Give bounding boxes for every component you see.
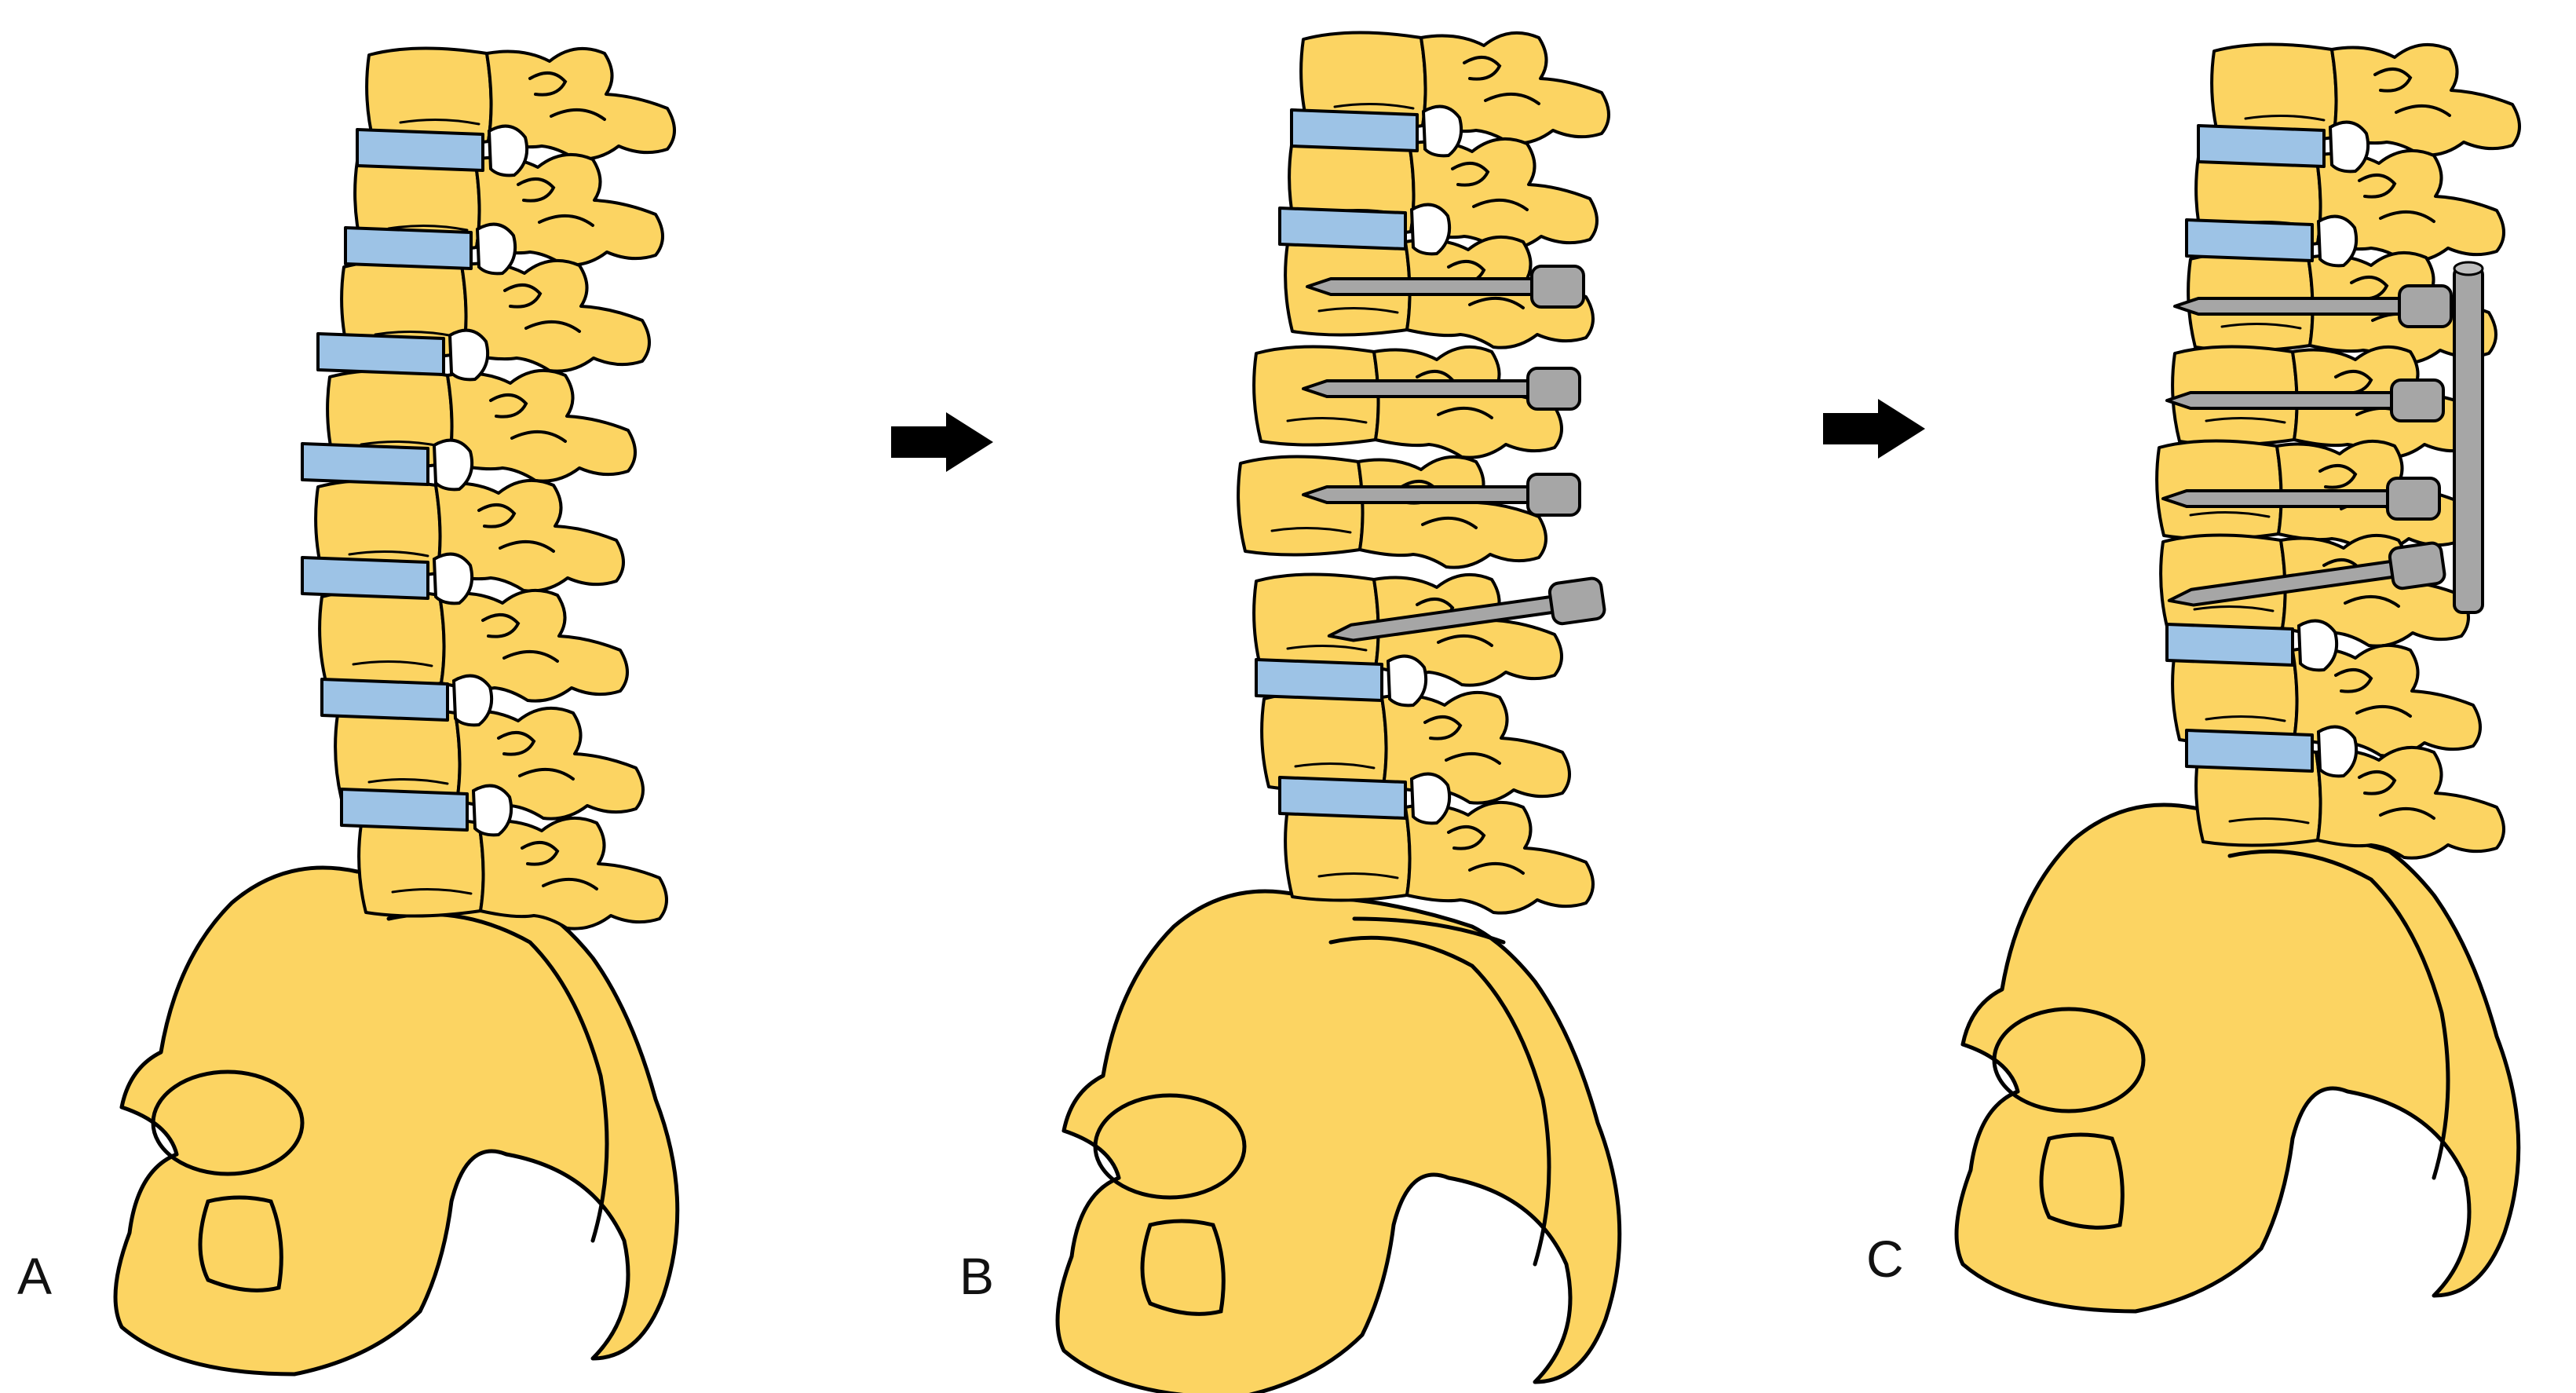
panel-label-a: A — [17, 1247, 53, 1305]
right-arrow-icon — [1823, 399, 1925, 459]
panel-label-c: C — [1866, 1230, 1904, 1288]
right-arrow-icon — [891, 412, 993, 472]
panel-label-b: B — [959, 1247, 995, 1305]
panel-b-pelvis — [1058, 891, 1620, 1393]
panel-a-pelvis — [115, 868, 678, 1374]
panel-c-connecting-rod — [2453, 261, 2484, 614]
panel-c-spine — [1957, 42, 2521, 1311]
panel-b-spine — [1058, 31, 1620, 1393]
panel-a-spine — [115, 46, 678, 1374]
panel-c-pelvis — [1957, 805, 2519, 1311]
